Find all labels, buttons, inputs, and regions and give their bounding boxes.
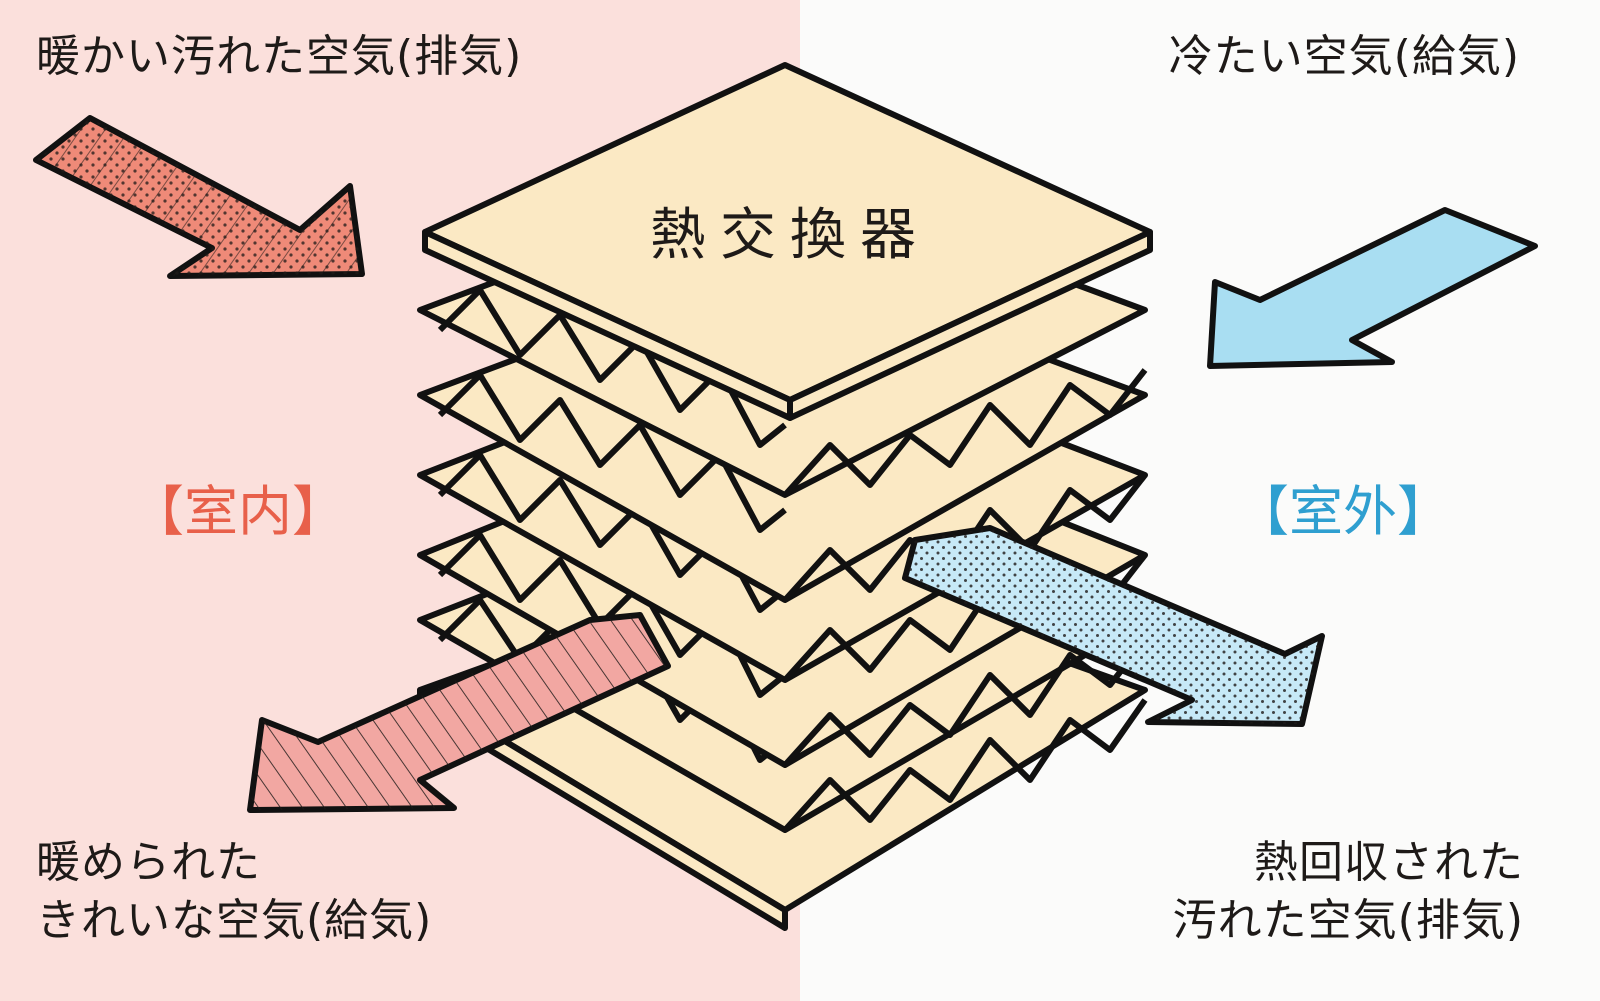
outdoor-zone-label: 【室外】 (1235, 480, 1451, 543)
recovered-exhaust-label: 熱回収された 汚れた空気(排気) (1173, 834, 1524, 950)
warmed-supply-label-line-1: 暖められた (36, 837, 261, 888)
warm-exhaust-label: 暖かい汚れた空気(排気) (36, 28, 522, 86)
cold-supply-label-line: 冷たい空気(給気) (1168, 31, 1520, 82)
exchanger-title: 熱交換器 (650, 203, 930, 268)
warmed-supply-label: 暖められた きれいな空気(給気) (36, 834, 432, 950)
cold-supply-label: 冷たい空気(給気) (1169, 28, 1520, 86)
warmed-supply-outflow-arrow (247, 612, 671, 813)
recovered-exhaust-outflow-arrow (902, 525, 1325, 727)
warm-exhaust-inflow-arrow (33, 115, 365, 279)
indoor-zone-label: 【室内】 (130, 480, 346, 543)
recovered-exhaust-label-line-1: 熱回収された (1254, 837, 1524, 888)
recovered-exhaust-label-line-2: 汚れた空気(排気) (1172, 895, 1524, 946)
warmed-supply-label-line-2: きれいな空気(給気) (36, 895, 433, 946)
cold-supply-inflow-arrow (1207, 207, 1538, 369)
warm-exhaust-label-line: 暖かい汚れた空気(排気) (36, 31, 523, 82)
